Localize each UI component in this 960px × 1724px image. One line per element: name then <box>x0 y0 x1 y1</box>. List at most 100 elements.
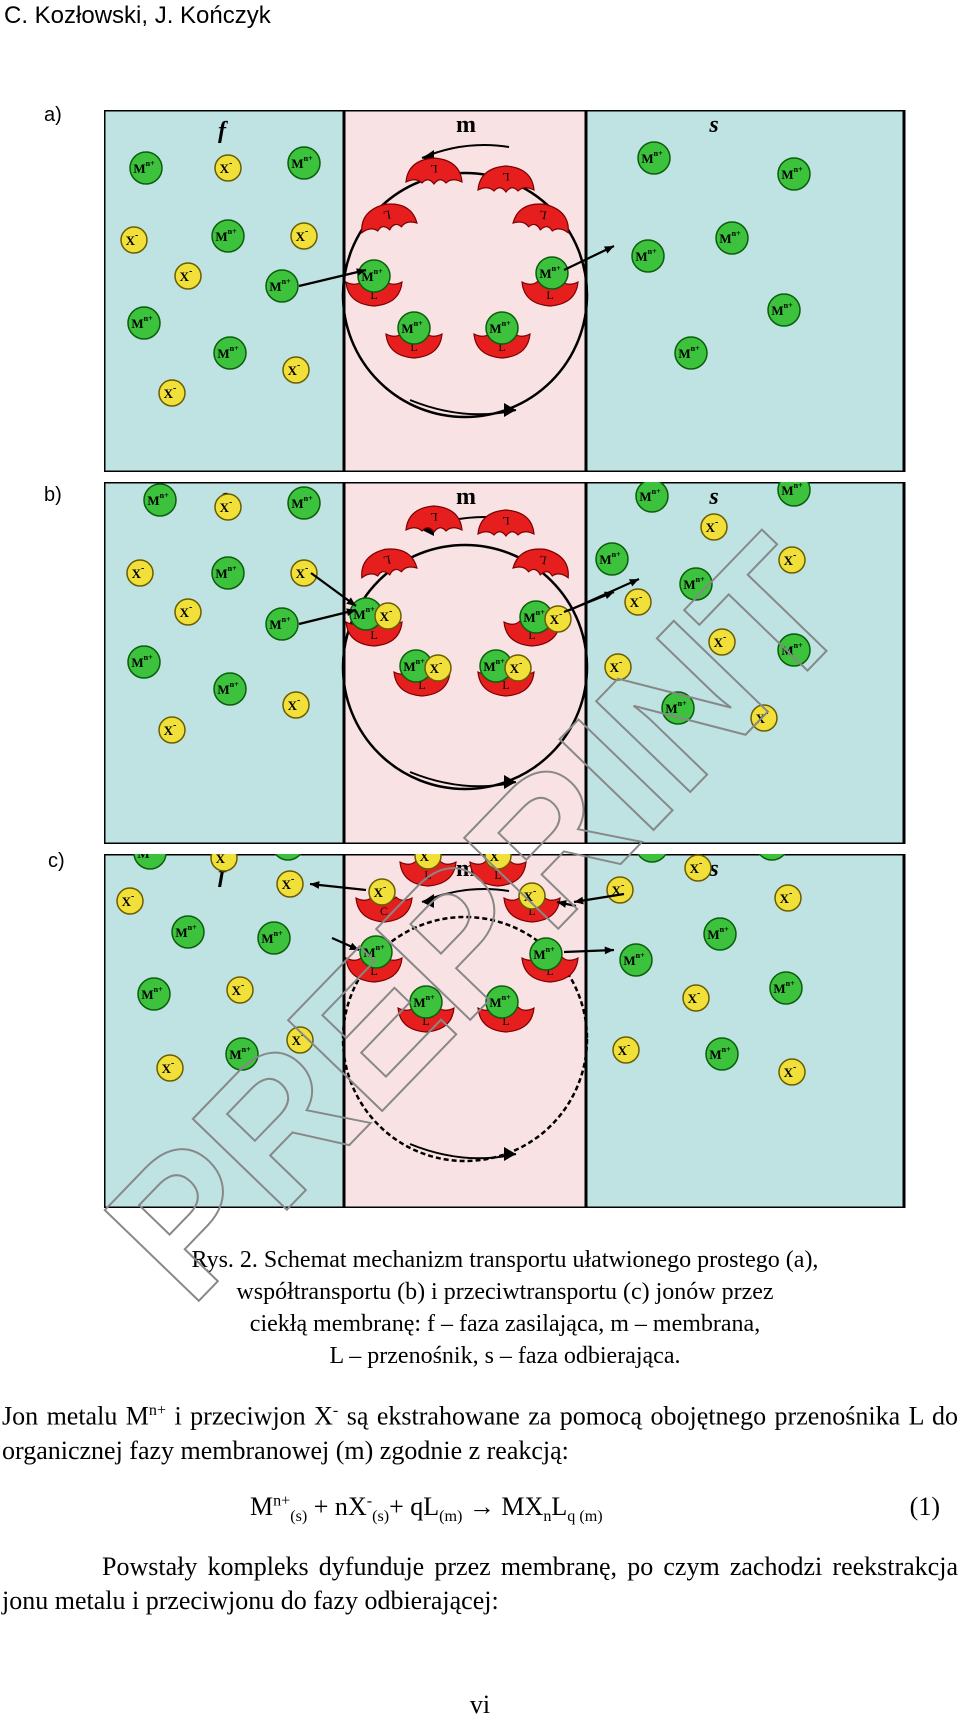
anion: X- <box>282 691 310 719</box>
anion-circle <box>174 262 202 290</box>
metal-ion: Mn+ <box>127 306 161 340</box>
metal-ion-circle <box>661 691 695 725</box>
metal-ion-circle <box>485 985 519 1019</box>
metal-ion-circle <box>137 977 171 1011</box>
metal-ion: Mn+ <box>635 482 669 513</box>
carrier-label: L <box>430 510 437 524</box>
anion: X- <box>158 379 186 407</box>
anion: X- <box>778 1058 806 1086</box>
eq-metal-charge: n+ <box>273 1492 291 1510</box>
metal-ion-circle <box>409 985 443 1019</box>
metal-ion-circle <box>703 917 737 951</box>
anion: X- <box>368 878 396 906</box>
arrow-head <box>604 946 614 955</box>
anion-circle <box>214 154 242 182</box>
anion: X- <box>604 653 632 681</box>
anion-circle <box>504 654 532 682</box>
eq-arrow: → <box>462 1492 502 1521</box>
metal-ion-circle <box>397 311 431 345</box>
metal-ion-circle <box>265 607 299 641</box>
carrier: L <box>405 157 463 185</box>
carrier-shape <box>477 165 535 193</box>
anion-circle <box>290 222 318 250</box>
carrier-label: L <box>528 904 535 918</box>
anion-circle <box>424 654 452 682</box>
metal-ion: Mn+ <box>143 483 177 517</box>
para1-text-c: są ekstrahowane za pomocą obojętnego prz… <box>2 1401 958 1465</box>
anion: X- <box>126 559 154 587</box>
eq-carrier: L <box>423 1492 440 1521</box>
metal-ion-circle <box>758 854 786 861</box>
para1-sup-metal: n+ <box>148 1402 167 1419</box>
anion-circle <box>214 493 242 521</box>
anion-circle <box>414 854 442 870</box>
anion-circle <box>282 356 310 384</box>
carrier-label: L <box>430 162 437 176</box>
eq-anion-phase: (s) <box>372 1508 390 1526</box>
carrier-label: L <box>418 678 425 692</box>
metal-ion-circle <box>287 146 321 180</box>
metal-ion: Mn+ <box>257 921 291 955</box>
carrier-shape <box>405 157 463 185</box>
anion-circle <box>174 598 202 626</box>
carrier: L <box>512 548 569 579</box>
carrier-label: L <box>370 628 377 642</box>
carrier-shape <box>512 548 569 579</box>
metal-ion: Mn+ <box>274 854 302 861</box>
anion-circle <box>158 379 186 407</box>
metal-ion: Mn+ <box>485 985 519 1019</box>
metal-ion: Mn+ <box>529 937 563 971</box>
metal-ion: Mn+ <box>171 915 205 949</box>
carrier-label: L <box>538 208 548 223</box>
anion: X- <box>374 602 402 630</box>
transport-arrow <box>563 245 615 271</box>
page-number: vi <box>469 1690 491 1719</box>
metal-ion-circle <box>619 943 653 977</box>
anion: X- <box>174 598 202 626</box>
metal-ion: Mn+ <box>485 311 519 345</box>
carrier: L <box>477 165 535 193</box>
metal-ion-circle <box>679 567 713 601</box>
anion: X- <box>282 356 310 384</box>
carrier-label: L <box>424 868 431 882</box>
anion: X- <box>214 493 242 521</box>
transport-arrow <box>298 608 357 626</box>
header-authors: C. Kozłowski, J. Kończyk <box>4 2 271 29</box>
metal-ion: Mn+ <box>679 567 713 601</box>
anion: X- <box>424 654 452 682</box>
anion: X- <box>226 976 254 1004</box>
anion: X- <box>518 882 546 910</box>
metal-ion: Mn+ <box>715 221 749 255</box>
eq-plus-1: + n <box>307 1492 348 1521</box>
paragraph-1: Jon metalu Mn+ i przeciwjon X- są ekstra… <box>2 1394 958 1468</box>
metal-ion: Mn+ <box>637 141 671 175</box>
metal-ion-circle <box>274 854 302 861</box>
arrow-head <box>629 579 639 587</box>
carrier-shape <box>512 203 569 234</box>
anion: X- <box>286 1026 314 1054</box>
arrow-head <box>346 608 356 616</box>
transport-arrow <box>310 572 357 607</box>
metal-ion-circle <box>127 645 161 679</box>
metal-ion: Mn+ <box>637 854 667 863</box>
metal-ion: Mn+ <box>225 1037 259 1071</box>
metal-ion: Mn+ <box>211 556 245 590</box>
carrier-label: L <box>410 340 417 354</box>
carrier-label: L <box>546 964 553 978</box>
anion: X- <box>120 226 148 254</box>
diagram-panel-b: fmsMn+Mn+Mn+Mn+Mn+Mn+X-X-X-X-X-X-LLLLLLL… <box>104 482 906 844</box>
eq-plus-2: + q <box>389 1492 424 1521</box>
metal-ion: Mn+ <box>213 672 247 706</box>
metal-ion: Mn+ <box>399 649 433 683</box>
eq-metal: M <box>250 1492 274 1521</box>
caption-line-1: Rys. 2. Schemat mechanizm transportu uła… <box>191 1247 819 1273</box>
carrier-label: L <box>370 288 377 302</box>
anion-circle <box>612 1036 640 1064</box>
metal-ion: Mn+ <box>287 486 321 520</box>
membrane-loop <box>341 171 589 419</box>
metal-ion: Mn+ <box>705 1037 739 1071</box>
metal-ion-circle <box>129 151 163 185</box>
anion: X- <box>414 854 442 870</box>
strip-phase <box>584 854 906 1208</box>
anion-circle <box>116 887 144 915</box>
